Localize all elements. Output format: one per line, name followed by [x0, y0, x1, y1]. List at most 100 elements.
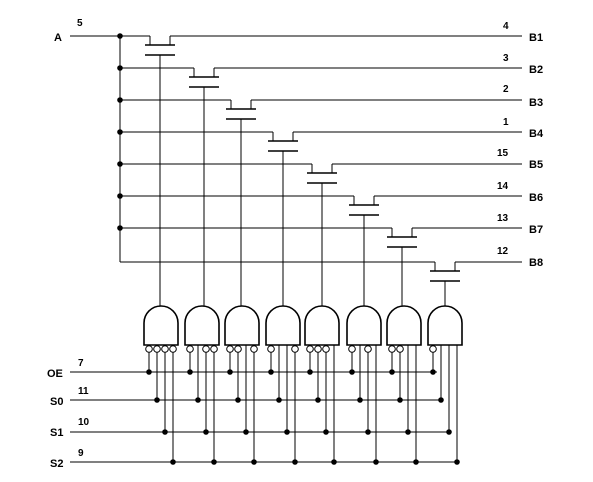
control-label-s0: S0: [50, 396, 63, 408]
switch-channel: [120, 195, 522, 306]
control-junction-dot: [389, 369, 395, 375]
control-junction-dot: [373, 459, 379, 465]
switch-channels: [120, 35, 522, 306]
gate-body: [224, 305, 260, 346]
control-junction-dot: [154, 397, 160, 403]
switch-channel: [120, 227, 522, 306]
control-junction-dot: [195, 397, 201, 403]
output-label-b2: B2: [529, 64, 543, 76]
nand-gate: [184, 305, 220, 465]
input-a-label: A: [54, 32, 62, 44]
control-junction-dot: [331, 459, 337, 465]
inverter-bubble: [234, 345, 242, 353]
nand-gate: [346, 305, 382, 465]
gate-body: [386, 305, 422, 346]
control-label-oe: OE: [47, 368, 63, 380]
output-label-b1: B1: [529, 32, 543, 44]
switch-channel: [120, 163, 522, 306]
inverter-bubble: [250, 345, 258, 353]
control-pin-s1: 10: [78, 417, 90, 428]
control-junction-dot: [162, 429, 168, 435]
nand-gate: [304, 305, 340, 465]
inverter-bubble: [429, 345, 437, 353]
inverter-bubble: [153, 345, 161, 353]
inverter-bubble: [267, 345, 275, 353]
gate-body: [143, 305, 179, 346]
output-label-b3: B3: [529, 97, 543, 109]
control-junction-dot: [365, 429, 371, 435]
gate-body: [265, 305, 301, 346]
output-pin-b8: 12: [497, 246, 509, 257]
control-junction-dot: [187, 369, 193, 375]
control-junction-dot: [430, 369, 436, 375]
output-label-b6: B6: [529, 192, 543, 204]
switch-channel: [120, 67, 522, 306]
output-pin-b4: 1: [503, 117, 509, 128]
inverter-bubble: [202, 345, 210, 353]
inverter-bubble: [388, 345, 396, 353]
inverter-bubble: [186, 345, 194, 353]
inverter-bubble: [396, 345, 404, 353]
control-junction-dot: [203, 429, 209, 435]
nand-gate: [143, 305, 179, 465]
control-junction-dot: [397, 397, 403, 403]
control-junction-dot: [315, 397, 321, 403]
inverter-bubble: [161, 345, 169, 353]
switch-channel: [120, 261, 522, 306]
nand-gate: [386, 305, 422, 465]
output-label-b4: B4: [529, 128, 544, 140]
control-junction-dot: [357, 397, 363, 403]
control-junction-dot: [227, 369, 233, 375]
input-a-pin: 5: [77, 18, 83, 29]
output-pin-b3: 2: [503, 84, 509, 95]
control-junction-dot: [349, 369, 355, 375]
switch-channel: [120, 35, 522, 306]
inverter-bubble: [169, 345, 177, 353]
control-label-s1: S1: [50, 427, 63, 439]
inverter-bubble: [314, 345, 322, 353]
nand-gate: [265, 305, 301, 465]
output-pin-b6: 14: [497, 181, 509, 192]
control-junction-dot: [268, 369, 274, 375]
inverter-bubble: [322, 345, 330, 353]
control-junction-dot: [454, 459, 460, 465]
control-label-s2: S2: [50, 458, 63, 470]
control-junction-dot: [446, 429, 452, 435]
nand-gate: [427, 305, 463, 465]
control-junction-dot: [276, 397, 282, 403]
control-junction-dot: [170, 459, 176, 465]
control-junction-dot: [211, 459, 217, 465]
nand-gates: [143, 305, 463, 465]
control-pin-s2: 9: [78, 448, 84, 459]
control-junction-dot: [146, 369, 152, 375]
inverter-bubble: [348, 345, 356, 353]
control-pin-s0: 11: [78, 386, 89, 397]
output-pin-b2: 3: [503, 53, 509, 64]
gate-body: [346, 305, 382, 346]
control-junction-dot: [413, 459, 419, 465]
gate-body: [427, 305, 463, 346]
inverter-bubble: [306, 345, 314, 353]
inverter-bubble: [226, 345, 234, 353]
control-junction-dot: [405, 429, 411, 435]
inverter-bubble: [210, 345, 218, 353]
switch-channel: [120, 99, 522, 306]
control-junction-dot: [243, 429, 249, 435]
output-pin-b7: 13: [497, 213, 509, 224]
inverter-bubble: [145, 345, 153, 353]
nand-gate: [224, 305, 260, 465]
control-junction-dot: [284, 429, 290, 435]
gate-body: [304, 305, 340, 346]
output-pin-b5: 15: [497, 148, 509, 159]
control-junction-dot: [307, 369, 313, 375]
control-junction-dot: [235, 397, 241, 403]
output-label-b7: B7: [529, 224, 543, 236]
output-label-b8: B8: [529, 257, 543, 269]
control-junction-dot: [251, 459, 257, 465]
output-label-b5: B5: [529, 159, 543, 171]
control-junction-dot: [292, 459, 298, 465]
inverter-bubble: [364, 345, 372, 353]
output-pin-b1: 4: [503, 21, 509, 32]
switch-channel: [120, 131, 522, 306]
